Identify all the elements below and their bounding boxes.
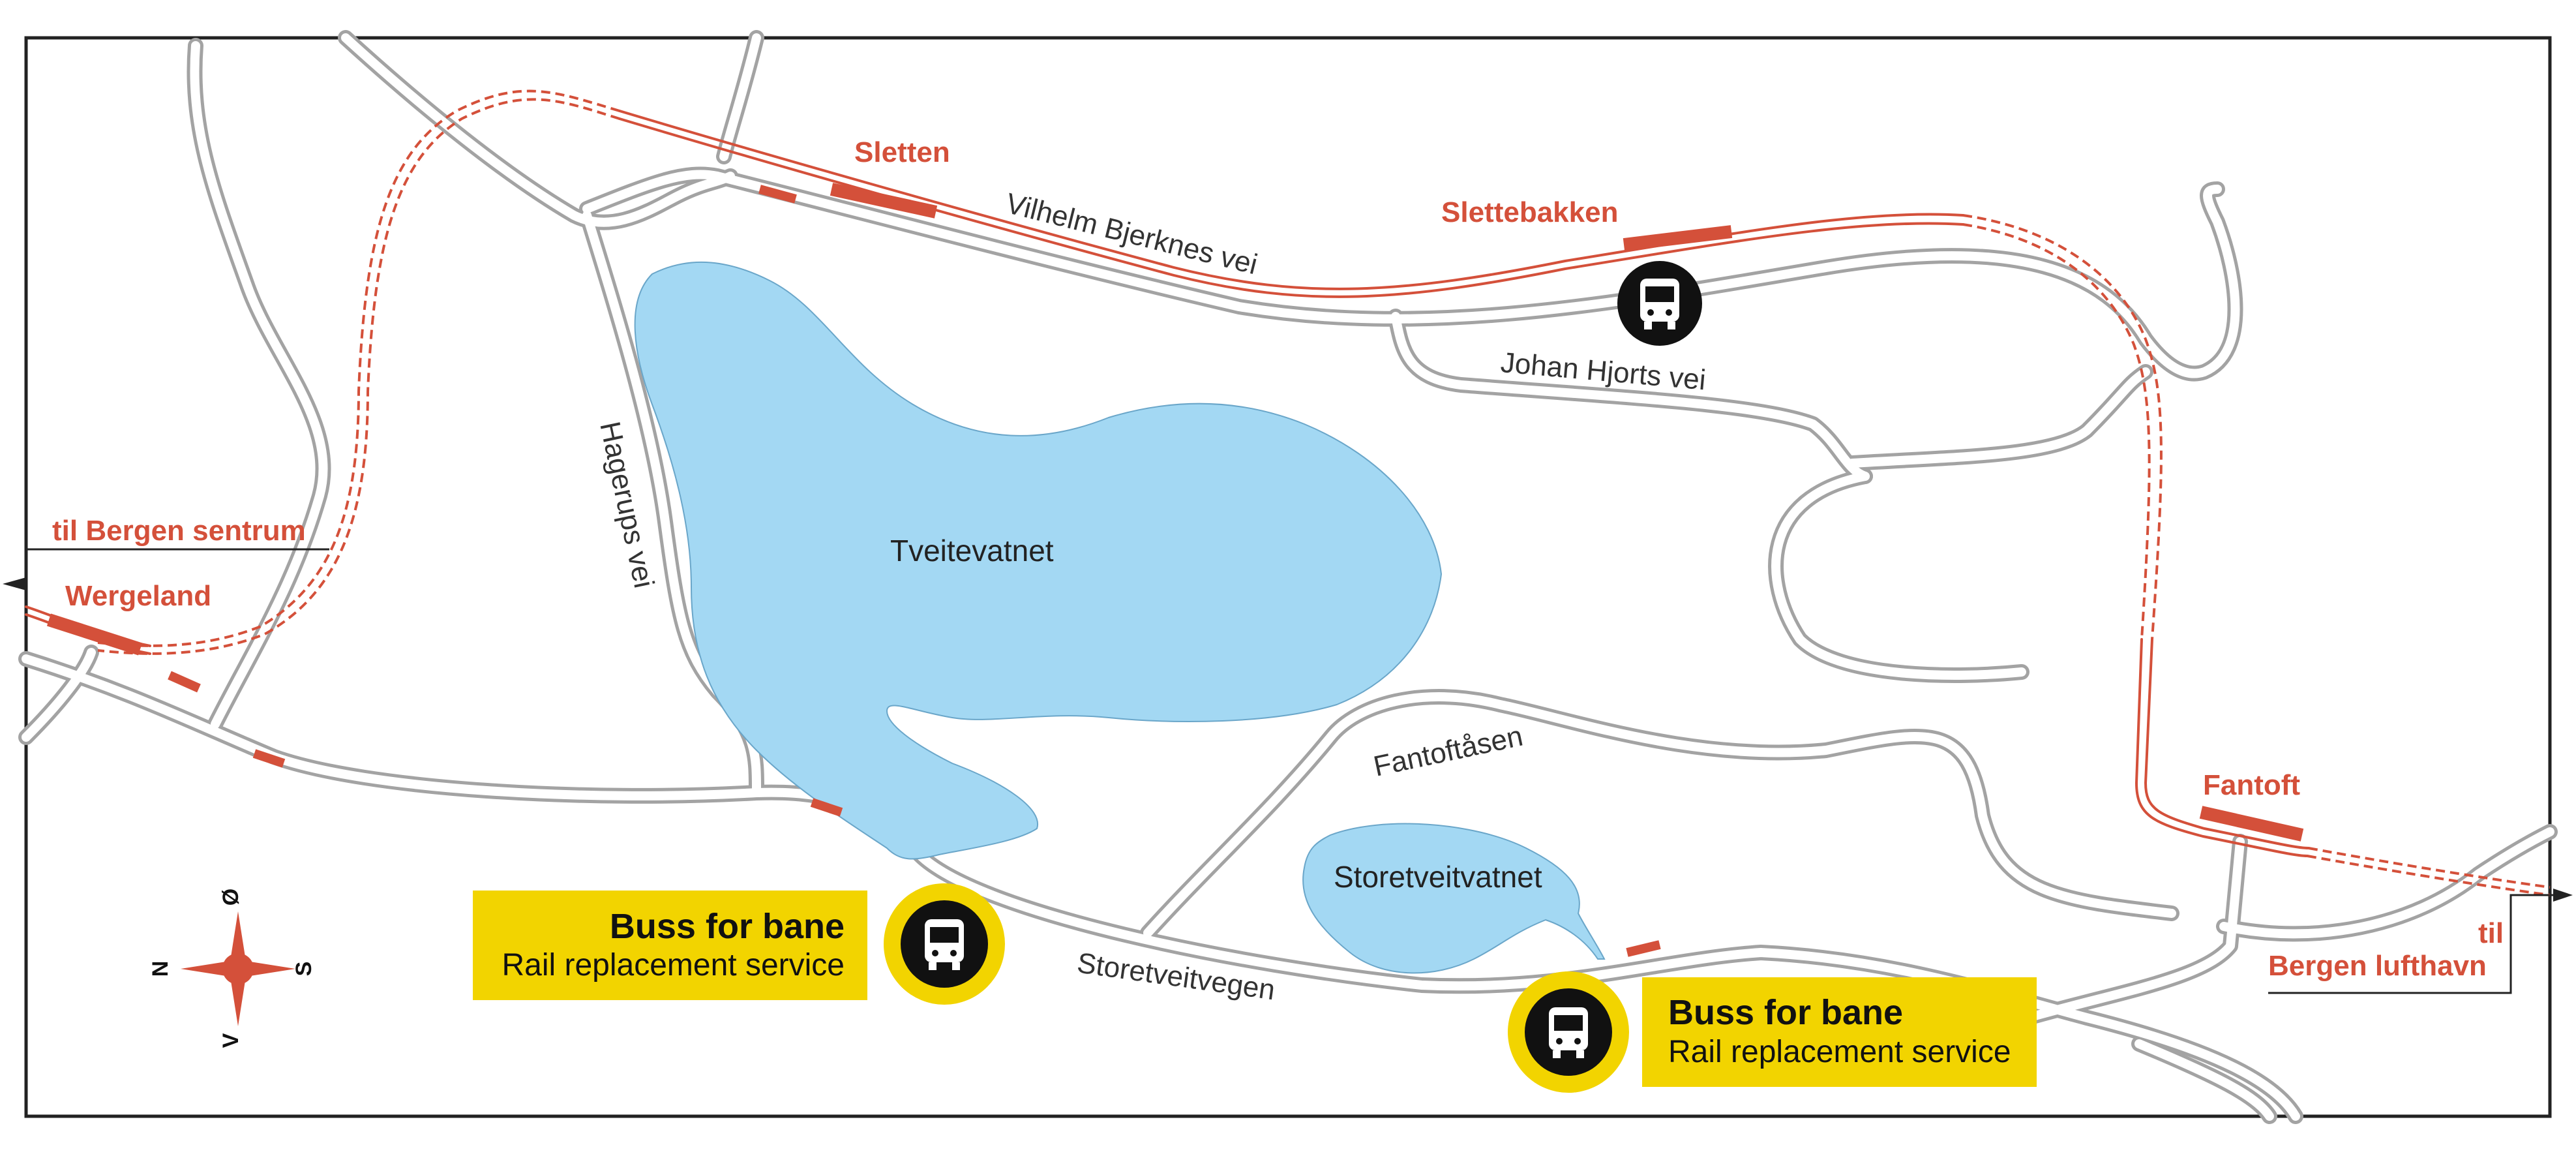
direction-to-city: til Bergen sentrum xyxy=(52,515,306,547)
platform-wergeland xyxy=(46,613,143,656)
direction-to-airport-line2: Bergen lufthavn xyxy=(2268,950,2487,982)
lake-label-storetveitvatnet: Storetveitvatnet xyxy=(1334,860,1542,894)
station-label-wergeland: Wergeland xyxy=(65,580,211,612)
platform-fantoft xyxy=(2199,806,2304,842)
platform-sletten xyxy=(830,183,938,219)
lake-label-tveitevatnet: Tveitevatnet xyxy=(890,534,1054,568)
bus-callout-right-title: Buss for bane xyxy=(1668,993,1903,1032)
bus-icon xyxy=(925,919,964,970)
lake-storetveitvatnet xyxy=(1302,823,1606,974)
bus-icon xyxy=(1640,279,1679,329)
station-label-sletten: Sletten xyxy=(854,136,950,168)
bus-callout-left-title: Buss for bane xyxy=(610,907,845,946)
bus-stop-slettebakken xyxy=(1617,261,1702,346)
lake-tveitevatnet xyxy=(634,261,1443,860)
direction-to-airport-line1: til xyxy=(2478,917,2504,949)
bus-callout-right-subtitle: Rail replacement service xyxy=(1668,1035,2011,1069)
station-label-slettebakken: Slettebakken xyxy=(1441,196,1618,228)
bus-icon xyxy=(1549,1007,1588,1058)
compass-north: N xyxy=(148,961,173,977)
bus-callout-left: Buss for bane Rail replacement service xyxy=(473,883,1005,1005)
bus-callout-right: Buss for bane Rail replacement service xyxy=(1508,971,2037,1093)
bus-callout-left-subtitle: Rail replacement service xyxy=(502,948,845,983)
compass-icon: Ø V N S xyxy=(148,889,316,1048)
station-platforms xyxy=(46,183,2304,957)
compass-south: S xyxy=(292,962,316,977)
arrow-right-icon xyxy=(2268,889,2573,994)
platform-slettebakken xyxy=(1623,225,1733,251)
arrow-left-icon xyxy=(3,548,329,590)
compass-west: V xyxy=(218,1033,243,1048)
station-label-fantoft: Fantoft xyxy=(2203,769,2300,801)
compass-east: Ø xyxy=(218,889,243,906)
